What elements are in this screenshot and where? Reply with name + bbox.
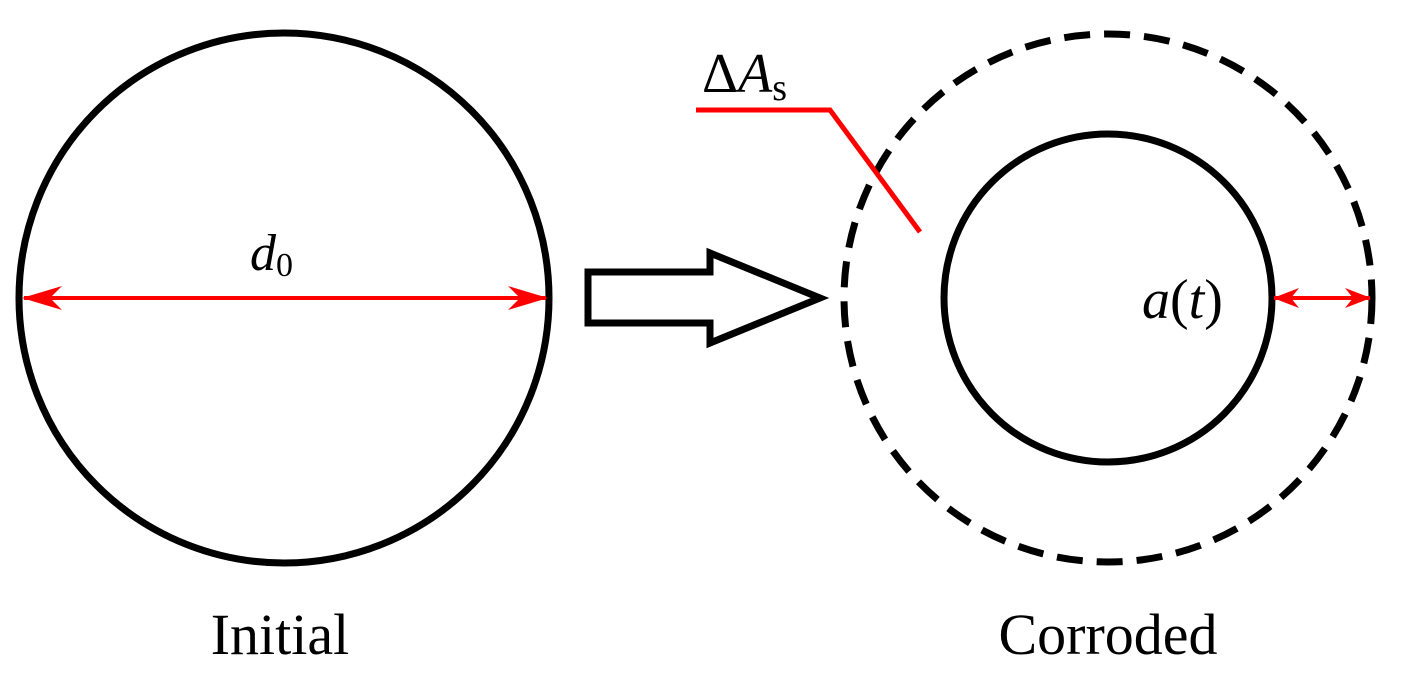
corrosion-depth-symbol: a	[1142, 269, 1170, 331]
diameter-subscript: 0	[276, 247, 293, 284]
area-loss-symbol: A	[734, 43, 773, 105]
initial-caption: Initial	[211, 602, 350, 667]
diameter-label: d0	[250, 225, 293, 284]
area-loss-leader-line	[696, 107, 923, 234]
transition-arrow	[584, 247, 830, 349]
corroded-bar-circle	[940, 130, 1276, 466]
corrosion-depth-variable: t	[1189, 269, 1206, 331]
original-outline-dashed	[840, 30, 1376, 566]
initial-bar-circle	[15, 29, 553, 567]
diameter-symbol: d	[250, 225, 277, 282]
corrosion-depth-close-paren: )	[1204, 269, 1223, 331]
corrosion-depth-label: a(t)	[1142, 269, 1223, 331]
area-loss-label: ΔAs	[702, 43, 787, 109]
corrosion-depth-open-paren: (	[1170, 269, 1189, 331]
area-loss-subscript: s	[772, 67, 787, 109]
area-loss-prefix: Δ	[702, 43, 738, 105]
corroded-caption: Corroded	[998, 602, 1217, 667]
